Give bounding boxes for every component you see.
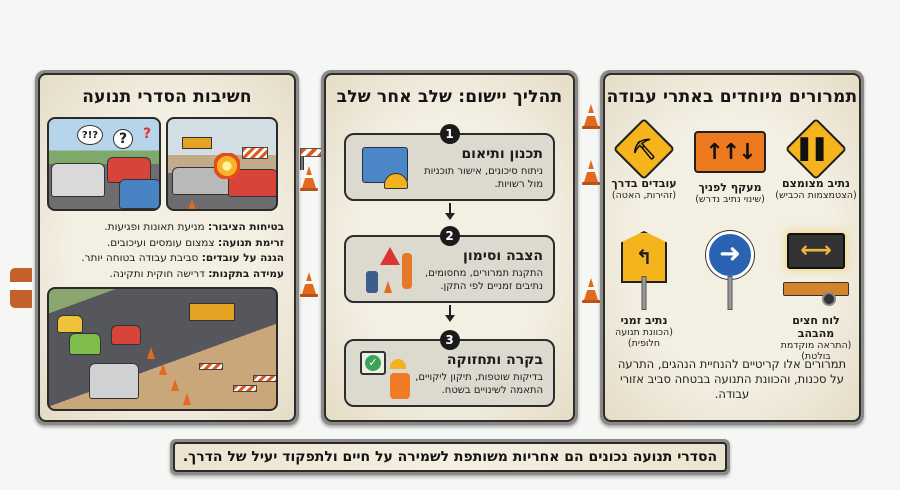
question-bubble-icon: ?!? (77, 125, 103, 145)
step-number-badge: 3 (439, 330, 460, 350)
sign-post (641, 276, 647, 310)
traffic-cone-icon (584, 160, 598, 182)
collision-icon (214, 153, 240, 179)
benefit-item: הגנה על עובדים: סביבת עבודה בטוחה יותר. (81, 252, 284, 264)
traffic-cone-icon (302, 166, 316, 188)
cone-base (582, 126, 600, 129)
sign-lane-narrowing: ▌▌ נתיב מצומצם (הצטמצמות הכביש) (775, 117, 857, 201)
question-mark-icon: ? (142, 126, 152, 142)
flow-arrow-line (448, 305, 451, 317)
yellow-car-icon (57, 315, 83, 333)
excavator-icon (189, 303, 235, 321)
traffic-barrel-icon (10, 268, 32, 308)
step-title: תכנון ותיאום (461, 146, 543, 162)
down-arrow-icon (444, 315, 455, 322)
step-1-card: 1 תכנון ותיאום ניתוח סיכונים, אישור תוכנ… (344, 124, 555, 201)
panel-title: חשיבות הסדרי תנועה (82, 87, 252, 107)
cone-icon (183, 393, 191, 405)
blueprint-hardhat-icon (356, 143, 416, 195)
organized-worksite-image (47, 287, 278, 411)
implementation-process-panel: תהליך יישום: שלב אחר שלב 1 תכנון ותיאום … (321, 70, 578, 425)
benefit-item: בטיחות הציבור: מניעת תאונות ופגיעות. (104, 221, 284, 233)
special-signs-panel: תמרורים מיוחדים באתרי עבודה ▌▌ נתיב מצומ… (600, 70, 864, 425)
banner-text: הסדרי תנועה נכונים הם אחריות משותפת לשמי… (173, 442, 727, 472)
barrier-icon (300, 148, 322, 157)
step-2-card: 2 הצבה וסימון התקנת תמרורים, מחסומים, נת… (344, 226, 555, 303)
excavator-icon (182, 137, 212, 149)
step-3-card: 3 בקרה ותחזוקה בדיקות שוטפות, תיקון ליקו… (344, 330, 555, 407)
traffic-cone-icon (302, 272, 316, 294)
panel-title: תמרורים מיוחדים באתרי עבודה (606, 87, 858, 107)
step-title: הצבה וסימון (463, 248, 543, 264)
blue-direction-arrow-sign-icon: ➜ (706, 231, 754, 279)
panel-title: תהליך יישום: שלב אחר שלב (336, 87, 563, 107)
benefit-item: עמידה בתקנות: דרישה חוקית ותקינה. (109, 267, 285, 280)
cone-icon (147, 347, 155, 359)
crash-at-worksite-image (166, 117, 278, 211)
connector-pole (300, 150, 304, 170)
sign-flashing-arrow-board: ⟷ לוח חצים מהבהב (התראה מוקדמת בולטת) (775, 225, 857, 362)
white-car-icon (51, 163, 105, 197)
green-car-icon (69, 333, 101, 355)
step-description: התקנת תמרורים, מחסומים, נתיבים זמניים לפ… (425, 268, 543, 292)
blue-car-icon (119, 179, 159, 209)
sign-road-workers: ⛏ עובדים בדרך (זהירות, האטה) (605, 117, 685, 201)
cone-icon (188, 199, 196, 209)
cone-icon (159, 363, 167, 375)
flow-arrow-line (448, 203, 451, 215)
down-arrow-icon (444, 213, 455, 220)
sign-direction-arrow: ➜ (689, 225, 771, 310)
cone-base (300, 294, 318, 297)
cone-base (300, 188, 318, 191)
signs-note: תמרורים אלו קריטיים להנחיית הנהגים, התרע… (617, 357, 847, 401)
wheel-icon (822, 292, 836, 306)
traffic-cone-icon (584, 278, 598, 300)
question-bubble-icon: ? (113, 129, 133, 149)
step-description: ניתוח סיכונים, אישור תוכניות מול רשויות. (424, 166, 543, 190)
barrier-icon (253, 375, 276, 382)
red-car-icon (111, 325, 141, 345)
sign-post (727, 276, 733, 310)
cone-icon (171, 379, 179, 391)
barrier-icon (242, 147, 268, 159)
sign-detour-ahead: ↓↑↑ מעקף לפניך (שינוי נתיב נדרש) (689, 119, 771, 205)
cone-base (582, 182, 600, 185)
summary-banner: הסדרי תנועה נכונים הם אחריות משותפת לשמי… (170, 439, 730, 475)
road-workers-sign-icon: ⛏ (612, 117, 676, 181)
workers-installing-signs-icon (356, 245, 416, 297)
importance-panel: חשיבות הסדרי תנועה ?!? ? ? בטיחות הציבור… (35, 70, 299, 425)
sign-temporary-lane: ↰ נתיב זמני (הכוונת תנועה חלופית) (605, 225, 685, 349)
step-number-badge: 1 (439, 124, 460, 144)
barrier-icon (233, 385, 257, 392)
cone-base (582, 300, 600, 303)
inspector-checkmark-icon: ✓ (356, 349, 416, 401)
step-description: בדיקות שוטפות, תיקון ליקויים, התאמה לשינ… (415, 372, 543, 396)
confused-drivers-image: ?!? ? ? (47, 117, 161, 211)
barrier-icon (199, 363, 223, 370)
lane-narrowing-sign-icon: ▌▌ (784, 117, 848, 181)
detour-ahead-sign-icon: ↓↑↑ (694, 131, 766, 173)
step-title: בקרה ותחזוקה (446, 352, 543, 368)
traffic-cone-icon (584, 104, 598, 126)
red-car-icon (107, 157, 151, 183)
benefit-item: זרימת תנועה: צמצום עומסים ועיכובים. (106, 236, 284, 249)
silver-car-icon (89, 363, 139, 399)
step-number-badge: 2 (439, 226, 460, 246)
flashing-arrow-board-icon: ⟷ (787, 233, 845, 269)
trailer-icon (783, 282, 849, 296)
benefits-list: בטיחות הציבור: מניעת תאונות ופגיעות. זרי… (48, 220, 284, 282)
